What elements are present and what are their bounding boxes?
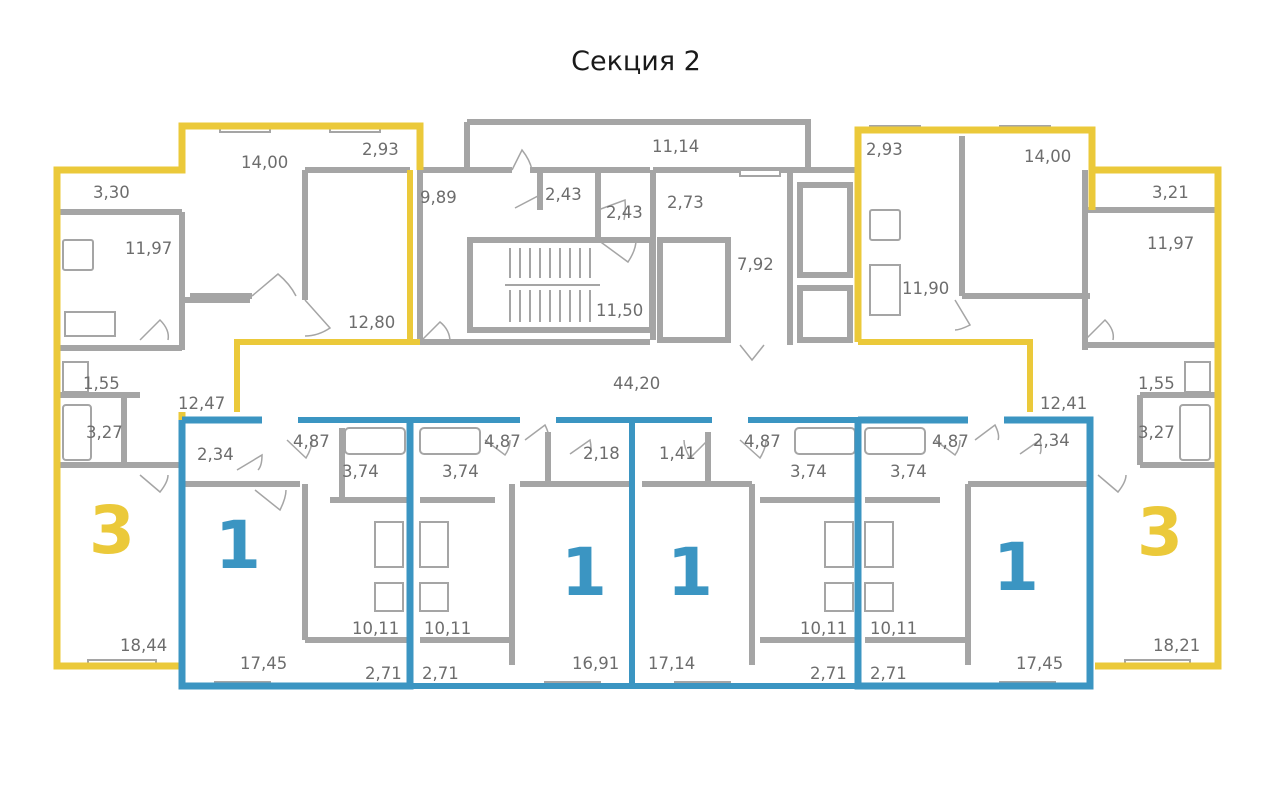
area-label: 3,74 — [790, 462, 827, 481]
area-label: 2,71 — [810, 664, 847, 683]
area-label: 10,11 — [424, 619, 471, 638]
area-label: 17,45 — [240, 654, 287, 673]
area-label: 12,80 — [348, 313, 395, 332]
area-label: 18,44 — [120, 636, 167, 655]
area-label: 14,00 — [241, 153, 288, 172]
area-label: 10,11 — [352, 619, 399, 638]
area-label: 4,87 — [484, 432, 521, 451]
area-label: 12,47 — [178, 394, 225, 413]
area-label: 3,21 — [1152, 183, 1189, 202]
area-label: 3,74 — [890, 462, 927, 481]
area-label: 11,14 — [652, 137, 699, 156]
area-label: 1,55 — [83, 374, 120, 393]
area-label: 10,11 — [800, 619, 847, 638]
rooms-apt-1a: 1 — [215, 507, 261, 584]
area-label: 44,20 — [613, 374, 660, 393]
area-label: 10,11 — [870, 619, 917, 638]
section-title: Секция 2 — [571, 46, 701, 77]
area-label: 2,18 — [583, 444, 620, 463]
area-label: 3,74 — [342, 462, 379, 481]
area-label: 11,90 — [902, 279, 949, 298]
rooms-apt-1b: 1 — [561, 534, 607, 611]
area-label: 7,92 — [737, 255, 774, 274]
area-label: 4,87 — [293, 432, 330, 451]
outline-apt-1d — [854, 416, 1094, 690]
area-label: 2,93 — [362, 140, 399, 159]
area-label: 1,55 — [1138, 374, 1175, 393]
area-labels: 3,30 11,97 1,55 3,27 18,44 14,00 2,93 9,… — [83, 137, 1200, 683]
rooms-apt-right-3: 3 — [1137, 494, 1183, 571]
area-label: 3,74 — [442, 462, 479, 481]
area-label: 4,87 — [932, 432, 969, 451]
area-label: 11,97 — [125, 239, 172, 258]
area-label: 2,34 — [1033, 431, 1070, 450]
area-label: 17,45 — [1016, 654, 1063, 673]
rooms-apt-1d: 1 — [993, 529, 1039, 606]
rooms-apt-left-3: 3 — [89, 492, 135, 569]
area-label: 2,93 — [866, 140, 903, 159]
area-label: 3,30 — [93, 183, 130, 202]
rooms-apt-1c: 1 — [667, 534, 713, 611]
area-label: 2,43 — [606, 203, 643, 222]
area-label: 2,71 — [870, 664, 907, 683]
area-label: 2,71 — [422, 664, 459, 683]
outline-apt-1b — [410, 417, 635, 689]
area-label: 18,21 — [1153, 636, 1200, 655]
area-label: 2,43 — [545, 185, 582, 204]
area-label: 3,27 — [86, 423, 123, 442]
area-label: 3,27 — [1138, 423, 1175, 442]
doors — [139, 148, 1127, 512]
interior-walls — [57, 119, 1215, 665]
area-label: 4,87 — [744, 432, 781, 451]
apartment-outlines — [53, 122, 1222, 690]
area-label: 2,71 — [365, 664, 402, 683]
area-label: 11,97 — [1147, 234, 1194, 253]
area-label: 2,34 — [197, 445, 234, 464]
area-label: 1,41 — [659, 444, 696, 463]
fixtures — [62, 209, 1211, 612]
outline-corridor — [234, 339, 420, 412]
apartment-labels: 3 1 1 1 1 3 — [89, 492, 1183, 611]
outline-apt-1a — [178, 416, 414, 690]
area-label: 16,91 — [572, 654, 619, 673]
area-label: 2,73 — [667, 193, 704, 212]
area-label: 9,89 — [420, 188, 457, 207]
area-label: 17,14 — [648, 654, 695, 673]
area-label: 11,50 — [596, 301, 643, 320]
area-label: 14,00 — [1024, 147, 1071, 166]
outline-apt-right-3 — [854, 126, 1222, 670]
area-label: 12,41 — [1040, 394, 1087, 413]
